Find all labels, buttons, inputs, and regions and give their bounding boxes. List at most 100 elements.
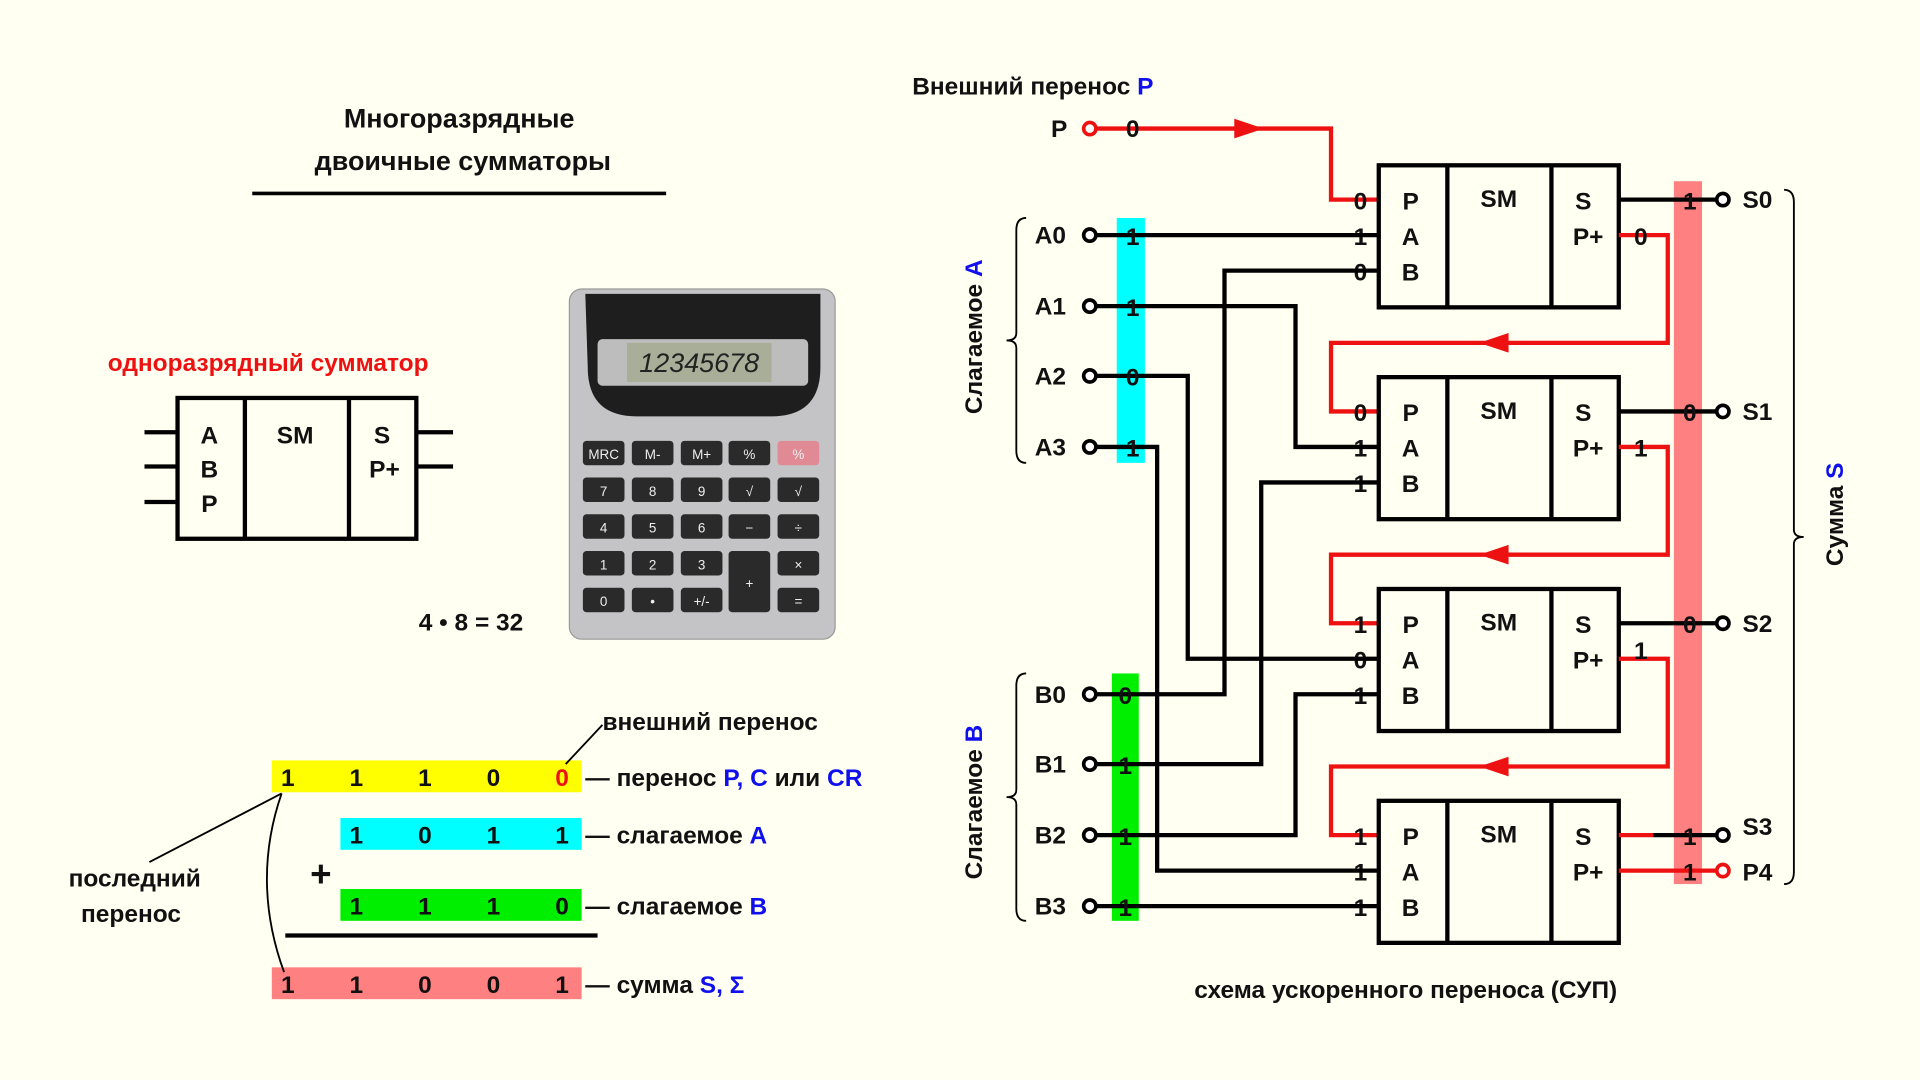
calculator-key-label: 8	[649, 484, 656, 499]
block-pin-s: S	[1575, 612, 1591, 639]
calculator-display	[626, 342, 772, 383]
a-input-name: A3	[1035, 435, 1066, 462]
calculator-key	[582, 477, 625, 503]
calculator-key	[582, 587, 625, 613]
calculator-key	[631, 477, 674, 503]
addend-a-label-text: Слагаемое	[961, 284, 988, 414]
calculator-key	[582, 514, 625, 539]
terminal-circle	[1714, 615, 1731, 632]
carry-out-value: 1	[1634, 638, 1648, 665]
single-adder-input-a: A	[201, 422, 219, 449]
single-adder-caption: одноразрядный сумматор	[108, 350, 429, 377]
block-pin-pplus: P+	[1573, 224, 1604, 251]
calculator-key	[631, 551, 674, 576]
block-pin-a-value: 1	[1354, 859, 1368, 886]
terminal-circle	[1081, 438, 1098, 455]
a1-wire	[1089, 303, 1379, 450]
last-carry-note-1: последний	[69, 866, 201, 893]
external-carry-title-part: P	[1137, 73, 1153, 100]
calculator-key	[728, 440, 771, 466]
carry-label-part: —	[585, 765, 610, 792]
brace	[1006, 672, 1027, 922]
addend_a-digit: 0	[418, 823, 432, 850]
sum-digit: 0	[487, 972, 501, 999]
addend_b-label-part: слагаемое	[610, 894, 750, 921]
carry-digit: 0	[487, 765, 501, 792]
block-pin-b: B	[1402, 683, 1420, 710]
addend_b-digit: 1	[350, 894, 364, 921]
block-pin-p-value: 1	[1354, 824, 1368, 851]
calculator-key-label: −	[745, 521, 753, 536]
block-pin-p: P	[1402, 612, 1418, 639]
calculator-key-label: +	[745, 576, 753, 591]
calculator-key	[582, 440, 625, 466]
external-carry-wire	[1089, 126, 1379, 202]
b-input-value: 0	[1119, 683, 1133, 710]
terminal-circle	[1081, 227, 1098, 244]
addend-b-label-space	[961, 742, 988, 749]
calculator-key	[582, 551, 625, 576]
block-pin-pplus: P+	[1573, 436, 1604, 463]
sum-label-part: сумма	[610, 972, 700, 999]
calculator-key	[631, 587, 674, 613]
sum-digit: 1	[555, 972, 569, 999]
last-carry-leader	[148, 792, 283, 863]
terminal-circle	[1081, 120, 1098, 137]
addend_b-digit: 1	[418, 894, 432, 921]
addend-b-label-accent: B	[961, 725, 988, 743]
plus-sign: +	[310, 854, 331, 895]
sum-digit: 1	[350, 972, 364, 999]
addend_b-label-part: B	[750, 894, 768, 921]
sum-bit-value: 1	[1683, 188, 1697, 215]
calculator-key	[631, 440, 674, 466]
block-pin-b-value: 1	[1354, 895, 1368, 922]
carry-arrow-icon	[1479, 756, 1509, 777]
carry-digit: 1	[350, 765, 364, 792]
a2-wire	[1089, 373, 1379, 661]
calculator-key-label: 0	[600, 594, 607, 609]
calculator-key-label: M+	[692, 447, 711, 462]
sum-output-name: S2	[1742, 611, 1772, 638]
carry-out-value: 1	[1634, 436, 1648, 463]
external-carry-title-part	[1130, 73, 1137, 100]
multiplication-example: 4 • 8 = 32	[419, 610, 523, 637]
block-pin-p: P	[1402, 400, 1418, 427]
b-input-value: 1	[1119, 753, 1133, 780]
calculator-key-label: 5	[649, 521, 656, 536]
sum-bar	[271, 967, 582, 1000]
sum-output-name: S0	[1742, 187, 1772, 214]
carry-output-name: P4	[1742, 859, 1772, 886]
carry-digit: 1	[281, 765, 295, 792]
addend_a-label-part: A	[750, 823, 768, 850]
a-input-name: A1	[1035, 294, 1066, 321]
calculator-key-label: %	[792, 447, 804, 462]
calculator-key	[777, 514, 820, 539]
b-input-name: B1	[1035, 752, 1066, 779]
calculator-key-label: 2	[649, 557, 656, 572]
calculator-key	[680, 440, 723, 466]
block-pin-a: A	[1402, 224, 1420, 251]
calculator-key-label: 1	[600, 557, 607, 572]
calculator-key-label: M-	[645, 447, 661, 462]
sum-label: Сумма S	[1822, 462, 1849, 566]
calculator-key	[728, 551, 771, 613]
terminal-circle	[1081, 898, 1098, 915]
terminal-circle	[1714, 862, 1731, 879]
brace	[1784, 188, 1804, 885]
a-input-value: 1	[1126, 295, 1140, 322]
b0-wire	[1089, 268, 1379, 697]
b-input-name: B0	[1035, 682, 1066, 709]
calculator-key-label: ×	[794, 557, 802, 572]
calculator-key-label: 3	[698, 557, 705, 572]
calculator-key	[680, 514, 723, 539]
external-carry-note: внешний перенос	[602, 709, 817, 736]
terminal-circle	[1714, 827, 1731, 844]
calculator-key	[680, 587, 723, 613]
calculator-key-label: +/-	[694, 594, 710, 609]
sum-label-accent: S	[1822, 462, 1849, 478]
carry-arrow-icon	[1479, 333, 1509, 353]
sum-label-part: —	[585, 972, 610, 999]
addend_b-label: — слагаемое B	[585, 894, 767, 921]
